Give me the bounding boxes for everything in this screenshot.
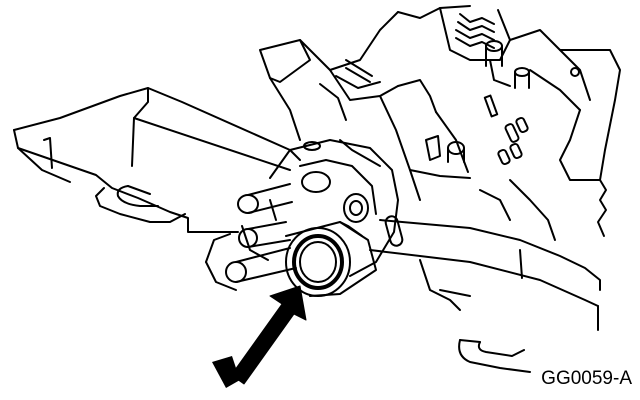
lower-rail bbox=[369, 219, 601, 373]
detent-spring bbox=[439, 7, 621, 181]
upper-post bbox=[425, 135, 465, 163]
right-edge bbox=[479, 179, 607, 241]
figure-id-label: GG0059-A bbox=[541, 368, 632, 389]
bushing bbox=[285, 221, 377, 297]
left-cutout bbox=[205, 233, 237, 291]
mounting-boss bbox=[241, 139, 404, 277]
pin-shafts bbox=[225, 183, 297, 283]
arrow-icon bbox=[212, 285, 307, 388]
upper-body bbox=[259, 5, 529, 201]
